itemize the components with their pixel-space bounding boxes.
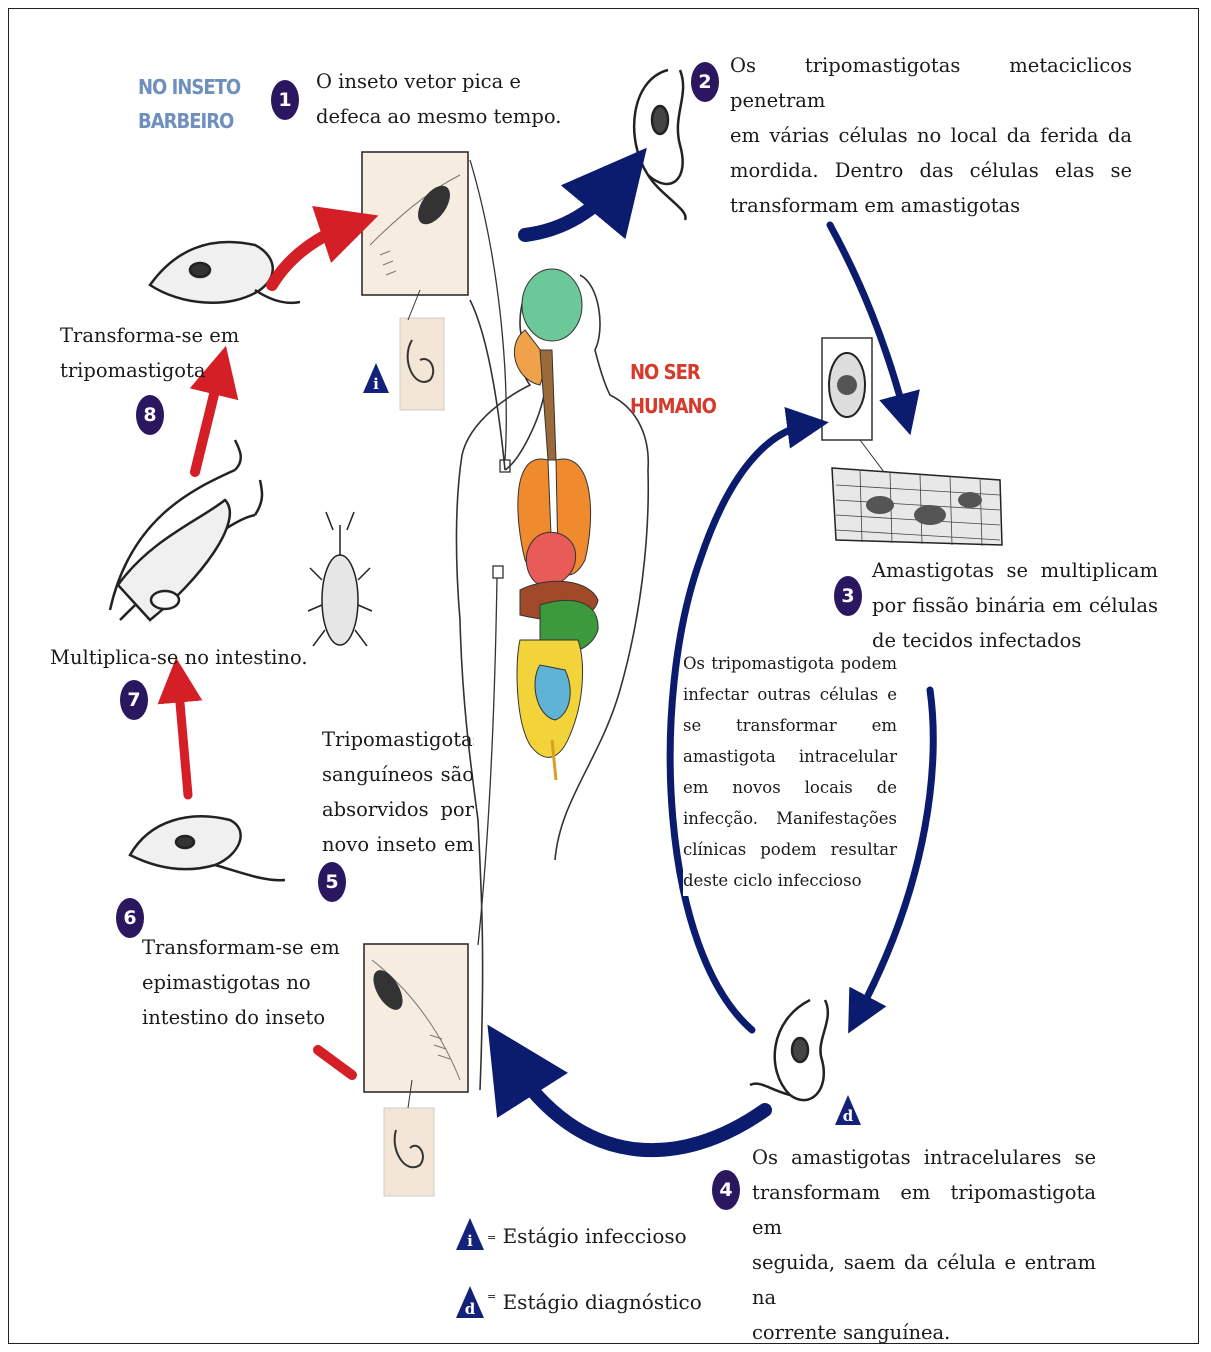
- step-1-line: defeca ao mesmo tempo.: [316, 99, 576, 134]
- reinfection-line: infecção. Manifestações: [683, 803, 897, 834]
- triatomine-bug-drawing: [308, 512, 372, 646]
- legend-infective-icon: i: [455, 1217, 485, 1251]
- step-6-line: epimastigotas no: [142, 965, 372, 1000]
- step-2-text: Os tripomastigotas metaciclicos penetram…: [730, 48, 1132, 223]
- step-4-badge: 4: [712, 1170, 740, 1210]
- infective-stage-marker-top: i: [362, 362, 390, 394]
- step-2-badge: 2: [691, 62, 719, 102]
- infective-symbol: i: [455, 1232, 485, 1250]
- insect-feeding-panel: [364, 944, 468, 1196]
- step-3-line: por fissão binária em células: [872, 588, 1158, 623]
- step-4-line: corrente sanguínea.: [752, 1315, 1096, 1350]
- step-8-line: Transforma-se em tripomastigota: [60, 318, 380, 388]
- step-7-badge: 7: [120, 680, 148, 720]
- legend-equals: =: [487, 1290, 496, 1303]
- legend-equals: =: [487, 1231, 496, 1244]
- step-3-text: Amastigotas se multiplicam por fissão bi…: [872, 553, 1158, 658]
- legend-diagnostic-text: Estágio diagnóstico: [503, 1290, 702, 1314]
- step-2-line: transformam em amastigotas: [730, 188, 1132, 223]
- step-3-line: Amastigotas se multiplicam: [872, 553, 1158, 588]
- human-section-label-line1: NO SER: [630, 355, 740, 389]
- step-4-line: seguida, saem da célula e entram na: [752, 1245, 1096, 1315]
- step-7-text: Multiplica-se no intestino.: [50, 640, 320, 675]
- step-8-text: Transforma-se em tripomastigota: [60, 318, 380, 388]
- step-6-text: Transformam-se em epimastigotas no intes…: [142, 930, 372, 1035]
- legend-infective-label: = Estágio infeccioso: [487, 1224, 687, 1248]
- muscle-tissue-panel: [832, 468, 1002, 546]
- step-6-line: intestino do inseto: [142, 1000, 372, 1035]
- insect-section-label-line2: BARBEIRO: [138, 104, 248, 138]
- step-7-line: Multiplica-se no intestino.: [50, 640, 320, 675]
- step-3-badge: 3: [834, 576, 862, 616]
- step-5-line: novo inseto em: [322, 827, 474, 862]
- reinfection-line: Os tripomastigota podem: [683, 648, 897, 679]
- trypomastigote-bottom-right: [750, 1000, 828, 1100]
- step-5-line: absorvidos por: [322, 792, 474, 827]
- connector-lines: [470, 160, 510, 945]
- infective-symbol: i: [362, 375, 390, 393]
- human-section-label: NO SER HUMANO: [630, 355, 740, 423]
- step-4-line: transformam em tripomastigota em: [752, 1175, 1096, 1245]
- step-1-line: O inseto vetor pica e: [316, 64, 576, 99]
- legend-infective-text: Estágio infeccioso: [503, 1224, 687, 1248]
- reinfection-line: se transformar em: [683, 710, 897, 741]
- insect-section-label: NO INSETO BARBEIRO: [138, 70, 248, 138]
- human-organs: [514, 269, 598, 780]
- step-5-line: Tripomastigotas: [322, 722, 474, 757]
- step-2-line: mordida. Dentro das células elas se: [730, 153, 1132, 188]
- reinfection-line: deste ciclo infeccioso: [683, 865, 897, 896]
- step-4-line: Os amastigotas intracelulares se: [752, 1140, 1096, 1175]
- reinfection-line: clínicas podem resultar: [683, 834, 897, 865]
- step-6-line: Transformam-se em: [142, 930, 372, 965]
- diagnostic-symbol: d: [455, 1300, 485, 1318]
- legend-diagnostic-label: = Estágio diagnóstico: [487, 1290, 702, 1314]
- step-1-text: O inseto vetor pica e defeca ao mesmo te…: [316, 64, 576, 134]
- reinfection-line: infectar outras células e: [683, 679, 897, 710]
- diagnostic-symbol: d: [834, 1107, 862, 1125]
- trypomastigote-top-right: [634, 70, 685, 220]
- infected-cell-panel: [822, 338, 890, 480]
- trypomastigote-left-bottom: [130, 816, 285, 880]
- step-5-line: sanguíneos são: [322, 757, 474, 792]
- reinfection-line: em novos locais de: [683, 772, 897, 803]
- reinfection-line: amastigota intracelular: [683, 741, 897, 772]
- step-2-line: Os tripomastigotas metaciclicos penetram: [730, 48, 1132, 118]
- step-2-line: em várias células no local da ferida da: [730, 118, 1132, 153]
- step-8-badge: 8: [136, 395, 164, 435]
- legend-diagnostic-icon: d: [455, 1285, 485, 1319]
- diagnostic-stage-marker: d: [834, 1094, 862, 1126]
- insect-section-label-line1: NO INSETO: [138, 70, 248, 104]
- step-3-line: de tecidos infectados: [872, 623, 1158, 658]
- step-1-badge: 1: [271, 80, 299, 120]
- step-5-text: Tripomastigotas sanguíneos são absorvido…: [322, 722, 474, 870]
- human-section-label-line2: HUMANO: [630, 389, 740, 423]
- step-6-badge: 6: [116, 898, 144, 938]
- step-4-text: Os amastigotas intracelulares se transfo…: [752, 1140, 1096, 1350]
- reinfection-note: Os tripomastigota podem infectar outras …: [683, 648, 897, 896]
- epimastigote-cluster: [110, 440, 262, 620]
